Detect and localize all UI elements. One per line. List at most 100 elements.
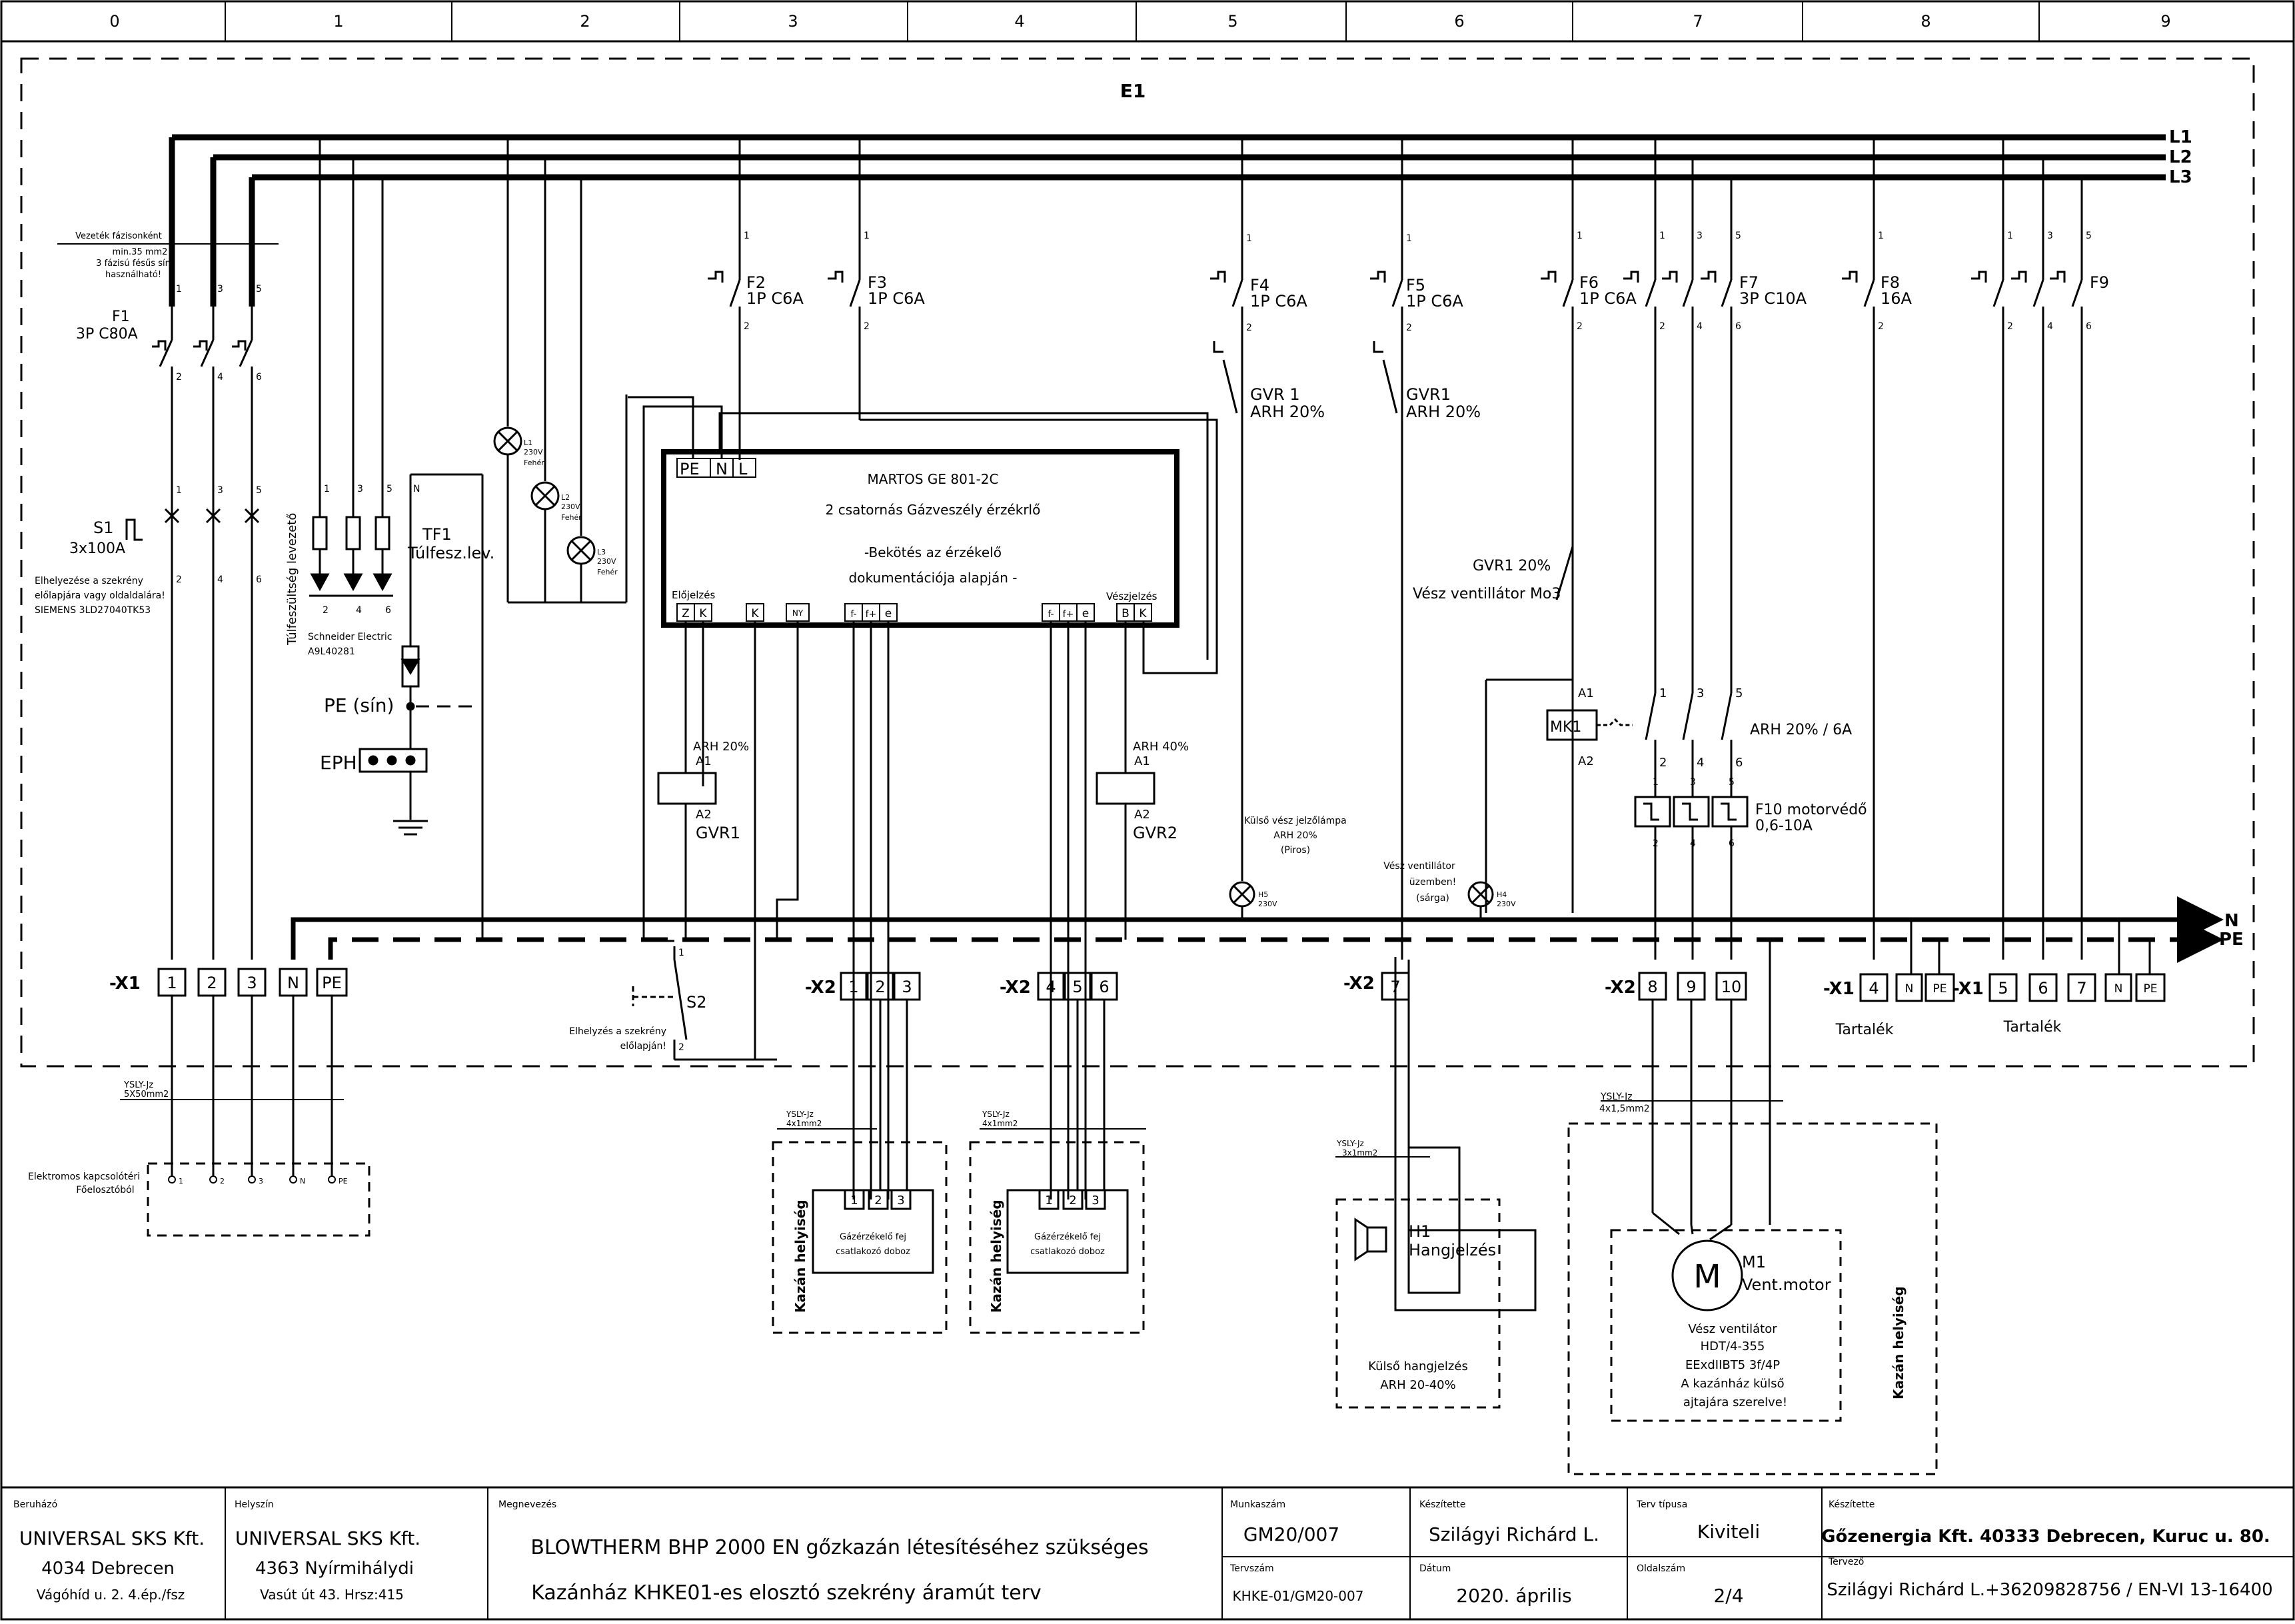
det-t-b: B bbox=[1122, 607, 1130, 620]
det-t-z: Z bbox=[682, 607, 690, 620]
s1-t5: 5 bbox=[256, 485, 262, 496]
fan-contact-l2: Vész ventillátor Mo3 bbox=[1413, 586, 1561, 602]
f7-t5: 5 bbox=[1735, 231, 1741, 241]
sensor1-room: Kazán helyiség bbox=[792, 1200, 808, 1313]
gvr-contact1-name: GVR 1 bbox=[1250, 385, 1300, 404]
fan-contact-l1: GVR1 20% bbox=[1473, 558, 1551, 574]
feeder-note-2: min.35 mm2 bbox=[113, 247, 168, 257]
spare1-tn: N bbox=[1905, 982, 1914, 996]
feeder-note-3: 3 fázisú fésűs sín bbox=[96, 259, 171, 269]
lamp3-name: L3 bbox=[597, 548, 606, 556]
tb-investor1: UNIVERSAL SKS Kft. bbox=[19, 1527, 205, 1549]
f5-name: F5 bbox=[1406, 276, 1425, 295]
h4-l2: üzemben! bbox=[1409, 877, 1456, 888]
mk1-a2: A2 bbox=[1578, 754, 1594, 768]
gvr1-a2: A2 bbox=[696, 808, 712, 822]
n-pe-rails bbox=[291, 896, 2224, 963]
tb-investor3: Vágóhíd u. 2. 4.ép./fsz bbox=[37, 1587, 185, 1603]
tb-made-label: Készítette bbox=[1419, 1499, 1465, 1510]
sensor2-size: 4x1mm2 bbox=[982, 1119, 1018, 1128]
tb-type: Kiviteli bbox=[1697, 1521, 1760, 1543]
spare2-label: -X1 bbox=[1952, 979, 1984, 999]
horn-name: H1 bbox=[1409, 1222, 1431, 1241]
s2-t1: 1 bbox=[678, 948, 684, 958]
f5-rating: 1P C6A bbox=[1406, 292, 1463, 311]
detector-n: N bbox=[716, 460, 728, 478]
x2a-t1: 1 bbox=[848, 978, 858, 996]
x1-tpe: PE bbox=[322, 974, 342, 992]
f2-t2: 2 bbox=[744, 321, 750, 332]
f10-name: F10 motorvédő bbox=[1755, 802, 1867, 818]
sensor-boxes bbox=[772, 1000, 1146, 1334]
motor-d3: EExdIIBT5 3f/4P bbox=[1685, 1358, 1780, 1372]
f4-t1: 1 bbox=[1246, 233, 1252, 244]
tb-plan-label: Tervszám bbox=[1229, 1563, 1274, 1574]
f4-name: F4 bbox=[1250, 276, 1269, 295]
sensor2-l1: Gázérzékelő fej bbox=[1034, 1232, 1101, 1242]
s1-name: S1 bbox=[93, 518, 114, 537]
x2a-t2: 2 bbox=[875, 978, 885, 996]
title-block-lines bbox=[1, 1486, 2294, 1619]
lamp1-c: Fehér bbox=[524, 458, 544, 467]
horn-cable: YSLY-Jz bbox=[1336, 1139, 1364, 1148]
terminal-x1-main bbox=[120, 968, 348, 1177]
spare2-t7: 7 bbox=[2076, 979, 2086, 998]
f7-name: F7 bbox=[1739, 273, 1759, 292]
gvr-relays bbox=[657, 772, 1155, 940]
f10-t2: 2 bbox=[1653, 838, 1659, 849]
spare1-caption: Tartalék bbox=[1835, 1022, 1894, 1038]
h4-v: 230V bbox=[1497, 900, 1516, 908]
motor-cable: YSLY-Jz bbox=[1600, 1092, 1633, 1102]
s1-note-2: előlapjára vagy oldaldalára! bbox=[35, 590, 165, 601]
sensor2-cable: YSLY-Jz bbox=[982, 1110, 1010, 1119]
spare2-t5: 5 bbox=[1998, 979, 2008, 998]
tb-site1: UNIVERSAL SKS Kft. bbox=[235, 1527, 420, 1549]
horn-box bbox=[1335, 957, 1537, 1409]
motor-room: Kazán helyiség bbox=[1891, 1286, 1907, 1399]
f1-rating: 3P C80A bbox=[76, 326, 138, 343]
tb-plan: KHKE-01/GM20-007 bbox=[1233, 1588, 1364, 1604]
sensor1-l2: csatlakozó doboz bbox=[836, 1247, 910, 1257]
gvr2-name: GVR2 bbox=[1133, 824, 1177, 842]
det-t-fp2: f+ bbox=[1063, 609, 1074, 620]
x2b-t6: 6 bbox=[1099, 978, 1109, 996]
motor-name: M1 bbox=[1742, 1253, 1766, 1271]
spare1-tpe: PE bbox=[1933, 982, 1947, 996]
lamp3-c: Fehér bbox=[597, 568, 618, 576]
surge-t3: 3 bbox=[357, 484, 363, 494]
enclosure-e1-border bbox=[20, 57, 2255, 1068]
supply-l2: Főelosztóból bbox=[76, 1185, 134, 1196]
s1-t1: 1 bbox=[176, 485, 182, 496]
surge-t6: 6 bbox=[385, 605, 391, 616]
x2d-t9: 9 bbox=[1686, 978, 1696, 996]
det-t-fm1: f- bbox=[850, 609, 856, 620]
motor-d5: ajtajára szerelve! bbox=[1683, 1395, 1787, 1409]
s2-note2: előlapján! bbox=[620, 1041, 666, 1052]
tb-made: Szilágyi Richárd L. bbox=[1429, 1523, 1599, 1545]
x1-label: -X1 bbox=[109, 974, 141, 994]
f2-rating: 1P C6A bbox=[746, 289, 804, 308]
f10-t4: 4 bbox=[1690, 838, 1696, 849]
surge-title: Túlfeszültség levezető bbox=[285, 513, 299, 646]
f1-t2: 2 bbox=[176, 372, 182, 383]
supply-l1: Elektromos kapcsolótéri bbox=[28, 1172, 140, 1182]
sensor2-term3: 3 bbox=[1092, 1194, 1099, 1208]
f1-t6: 6 bbox=[256, 372, 262, 383]
gvr-contact2-name: GVR1 bbox=[1406, 385, 1451, 404]
sensor1-cable: YSLY-Jz bbox=[786, 1110, 814, 1119]
f1-t3: 3 bbox=[217, 284, 223, 295]
lamp3-v: 230V bbox=[597, 557, 616, 566]
f4-t2: 2 bbox=[1246, 323, 1252, 333]
det-t-fp1: f+ bbox=[866, 609, 877, 620]
f7-t1: 1 bbox=[1659, 231, 1665, 241]
f3-t1: 1 bbox=[864, 231, 870, 241]
tb-investor2: 4034 Debrecen bbox=[41, 1559, 175, 1579]
grid-col-8: 8 bbox=[1920, 12, 1930, 31]
gas-detector-box bbox=[661, 449, 1179, 628]
gvr2-a2: A2 bbox=[1134, 808, 1150, 822]
tb-investor-label: Beruházó bbox=[13, 1499, 57, 1510]
x2c-label: -X2 bbox=[1343, 974, 1375, 994]
spare2-caption: Tartalék bbox=[2003, 1019, 2062, 1036]
f9-t6: 6 bbox=[2086, 321, 2092, 332]
main-cable-size: 5X50mm2 bbox=[124, 1090, 169, 1100]
